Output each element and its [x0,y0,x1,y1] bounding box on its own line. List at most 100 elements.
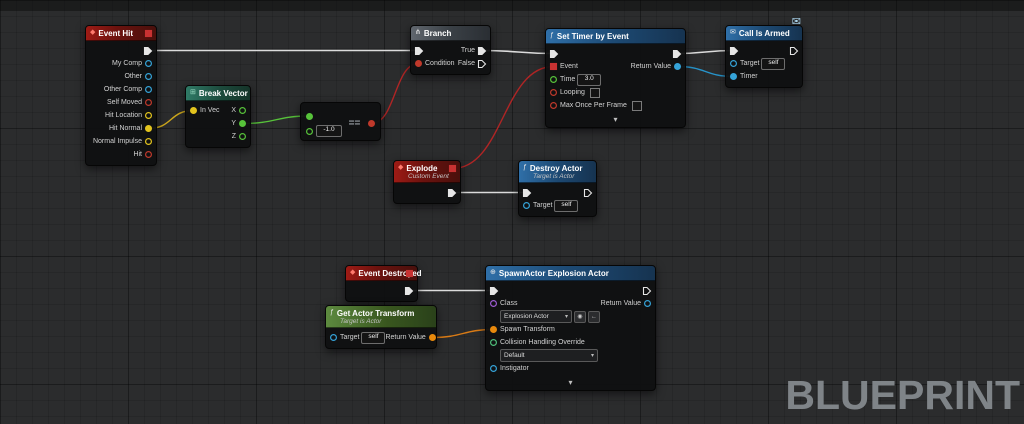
collapse-chevron[interactable]: ▾ [613,115,618,124]
pin-exec-in-0[interactable] [489,286,499,296]
pin-false[interactable] [477,59,487,69]
pin-exec-out-0[interactable] [583,188,593,198]
node-header[interactable]: ◆Event Destroyed [346,266,422,281]
event-dispatcher-envelope-icon: ✉ [791,16,801,28]
pin-in-vec[interactable] [189,106,198,115]
pin-return-value[interactable] [673,62,682,71]
value-box[interactable]: 3.0 [577,73,602,86]
value-box[interactable]: self [554,199,579,212]
pin-other-comp[interactable] [144,85,153,94]
pin-exec-out-0[interactable] [143,46,153,56]
pin-collision-handling-override[interactable] [489,338,498,347]
pin-return-value[interactable] [643,299,652,308]
pin-label: Return Value [385,334,426,341]
pin-exec-in-0[interactable] [549,49,559,59]
pin-label: Event [560,63,578,70]
browse-asset-button[interactable]: ◉ [574,310,586,323]
value-box[interactable]: -1.0 [316,125,342,137]
node-equal[interactable]: -1.0== [300,102,381,141]
checkbox[interactable] [589,87,600,98]
node-header[interactable]: ✉Call Is Armed [726,26,802,41]
checkbox[interactable] [631,100,642,111]
pin-exec-out-0[interactable] [672,49,682,59]
dropdown[interactable]: Explosion Actor▾ [500,310,572,323]
pin-exec-in-0[interactable] [414,46,424,56]
use-selected-button[interactable]: ← [588,310,600,323]
value-box[interactable]: self [361,331,386,344]
pin-target[interactable] [329,333,338,342]
pin-normal-impulse[interactable] [144,137,153,146]
pin-my-comp[interactable] [144,59,153,68]
delegate-pin[interactable] [144,29,153,38]
pin-hit[interactable] [144,150,153,159]
pin-looping[interactable] [549,88,558,97]
pin-target[interactable] [522,201,531,210]
pin-spawn-transform[interactable] [489,325,498,334]
pin-class[interactable] [489,299,498,308]
node-title: Explode [406,163,438,173]
pin-exec-out-0[interactable] [642,286,652,296]
node-header[interactable]: ⊞Break Vector [186,86,250,101]
node-title: Call Is Armed [738,28,790,38]
pin-label: Looping [560,89,585,96]
value-box[interactable]: self [761,57,786,70]
pin-return-value[interactable] [428,333,437,342]
pin-label: Timer [740,73,758,80]
pin-max-once-per-frame[interactable] [549,101,558,110]
pin-y[interactable] [238,119,247,128]
pin-exec-in-0[interactable] [522,188,532,198]
pin-other[interactable] [144,72,153,81]
pin-hit-location[interactable] [144,111,153,120]
pin-exec-out-0[interactable] [789,46,799,56]
branch-icon: ⋔ [415,29,421,36]
pin-label: Condition [425,60,455,67]
pin-label: X [231,107,236,114]
pin-exec-in-0[interactable] [729,46,739,56]
delegate-pin[interactable] [405,269,414,278]
pin-z[interactable] [238,132,247,141]
f-icon: ƒ [523,164,527,171]
pin-out-0[interactable] [367,119,376,128]
node-header[interactable]: ⊕SpawnActor Explosion Actor [486,266,655,281]
pin-condition[interactable] [414,59,423,68]
pin-in-0[interactable] [305,112,314,121]
pin-exec-out-0[interactable] [447,188,457,198]
pin-hit-normal[interactable] [144,124,153,133]
pin-true[interactable] [477,46,487,56]
pin-x[interactable] [238,106,247,115]
pin-timer[interactable] [729,72,738,81]
pin-self-moved[interactable] [144,98,153,107]
pin-in-1[interactable] [305,127,314,136]
node-header[interactable]: ◆Event Hit [86,26,156,41]
pin-label: My Comp [112,60,142,67]
node-event-destroyed[interactable]: ◆Event Destroyed [345,265,422,302]
blueprint-watermark: BLUEPRINT [785,372,1020,418]
node-title: Branch [423,28,452,38]
pin-event[interactable] [549,62,558,71]
pin-instigator[interactable] [489,364,498,373]
collapse-chevron[interactable]: ▾ [568,378,573,387]
delegate-pin[interactable] [448,164,457,173]
pin-label: Class [500,300,518,307]
event-icon: ◆ [350,269,356,276]
pin-exec-out-0[interactable] [404,286,414,296]
node-subtitle: Custom Event [408,173,449,180]
node-header[interactable]: ⋔Branch [411,26,490,41]
pin-target[interactable] [729,59,738,68]
pin-time[interactable] [549,75,558,84]
dropdown[interactable]: Default▾ [500,349,598,362]
